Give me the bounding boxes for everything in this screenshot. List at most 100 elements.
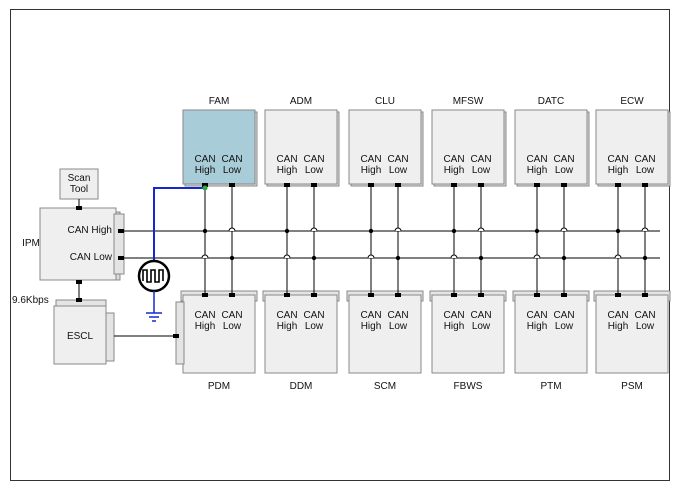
escl-label: ESCL: [67, 331, 94, 342]
ipm-tab: [113, 213, 125, 275]
module-box-fbws: [431, 294, 505, 374]
module-name-clu: CLU: [375, 96, 395, 107]
can-low-pin: [395, 293, 401, 297]
wire-crossover: [310, 227, 318, 232]
can-low-pin: [229, 183, 235, 187]
escl-box: [53, 305, 107, 365]
can-low-pin: [311, 183, 317, 187]
module-name-ddm: DDM: [290, 381, 313, 392]
wire-crossover: [477, 227, 485, 232]
can-low-junction: [478, 255, 484, 261]
can-low-pin: [311, 293, 317, 297]
can-high-pin: [615, 183, 621, 187]
wire-crossover: [533, 254, 541, 259]
can-low-pin: [229, 293, 235, 297]
ipm-can-low-label: CAN Low: [70, 252, 113, 263]
can-low-pin: [561, 183, 567, 187]
can-low-pin: [642, 183, 648, 187]
can-high-pin: [534, 183, 540, 187]
modules-layer: [39, 109, 671, 374]
module-name-adm: ADM: [290, 96, 312, 107]
module-box-psm: [595, 294, 669, 374]
module-box-ptm: [514, 294, 588, 374]
ipm-lin-pin: [76, 280, 82, 284]
module-box-ecw: [595, 109, 669, 185]
wire-crossover: [641, 227, 649, 232]
can-high-junction: [202, 228, 208, 234]
can-low-pin: [561, 293, 567, 297]
module-box-ddm: [264, 294, 338, 374]
can-high-pin: [451, 293, 457, 297]
wire-crossover: [283, 254, 291, 259]
can-high-pin: [284, 293, 290, 297]
wire-crossover: [450, 254, 458, 259]
can-high-pin: [202, 293, 208, 297]
can-low-pin: [478, 183, 484, 187]
wire-crossover: [614, 254, 622, 259]
can-low-junction: [311, 255, 317, 261]
waveform-trace: [142, 269, 164, 283]
probe-tip: [202, 185, 208, 191]
wire-crossover: [201, 254, 209, 259]
can-high-pin: [202, 183, 208, 187]
lin-speed-label: 9.6Kbps: [12, 295, 49, 306]
pdm-side-pin: [173, 334, 179, 338]
ipm-can-high-label: CAN High: [68, 225, 112, 236]
ipm-can-high-pin: [118, 229, 124, 233]
can-high-pin: [615, 293, 621, 297]
can-high-pin: [368, 183, 374, 187]
can-high-pin: [451, 183, 457, 187]
can-high-junction: [284, 228, 290, 234]
module-box-pdm: [182, 294, 256, 374]
wire-crossover: [228, 227, 236, 232]
wire-crossover: [367, 254, 375, 259]
can-high-pin: [534, 293, 540, 297]
ipm-label: IPM: [22, 238, 40, 249]
module-name-scm: SCM: [374, 381, 396, 392]
module-box-clu: [348, 109, 422, 185]
module-name-pdm: PDM: [208, 381, 230, 392]
can-high-junction: [534, 228, 540, 234]
can-low-junction: [642, 255, 648, 261]
module-name-mfsw: MFSW: [453, 96, 484, 107]
escl-lin-pin: [76, 298, 82, 302]
can-high-junction: [615, 228, 621, 234]
can-high-pin: [284, 183, 290, 187]
pdm-side-tab: [175, 301, 185, 365]
module-name-ptm: PTM: [540, 381, 561, 392]
can-low-junction: [561, 255, 567, 261]
diagram-frame: [10, 9, 670, 481]
module-name-psm: PSM: [621, 381, 643, 392]
can-high-pin: [368, 293, 374, 297]
module-name-datc: DATC: [538, 96, 564, 107]
module-name-fbws: FBWS: [454, 381, 483, 392]
can-low-junction: [229, 255, 235, 261]
can-high-junction: [451, 228, 457, 234]
scan-tool-box: [59, 168, 99, 200]
ipm-box: [39, 207, 117, 281]
